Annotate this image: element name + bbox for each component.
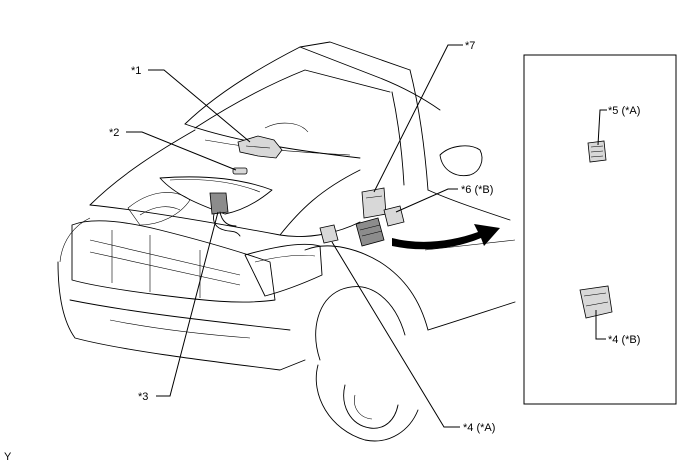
- callout-label-4b: *4 (*B): [608, 334, 640, 346]
- figure-code: Y: [4, 451, 12, 463]
- component-1: [237, 135, 283, 159]
- detail-component-5: [587, 140, 607, 163]
- callout-label-7: *7: [465, 40, 475, 52]
- component-3: [209, 192, 241, 237]
- leader-lines: [126, 44, 607, 428]
- callout-label-4a: *4 (*A): [463, 422, 495, 434]
- callout-label-6b: *6 (*B): [461, 184, 493, 196]
- component-4a: [319, 224, 339, 244]
- callout-label-1: *1: [131, 65, 141, 77]
- callout-label-5a: *5 (*A): [608, 105, 640, 117]
- component-7: [361, 187, 387, 219]
- callout-label-3: *3: [138, 391, 148, 403]
- detail-component-4b: [579, 285, 613, 319]
- component-2: [232, 167, 248, 175]
- detail-box: [523, 54, 677, 405]
- callout-label-2: *2: [109, 127, 119, 139]
- component-6: [383, 205, 405, 227]
- fuse-box: [355, 217, 385, 247]
- detail-arrow: [392, 224, 500, 250]
